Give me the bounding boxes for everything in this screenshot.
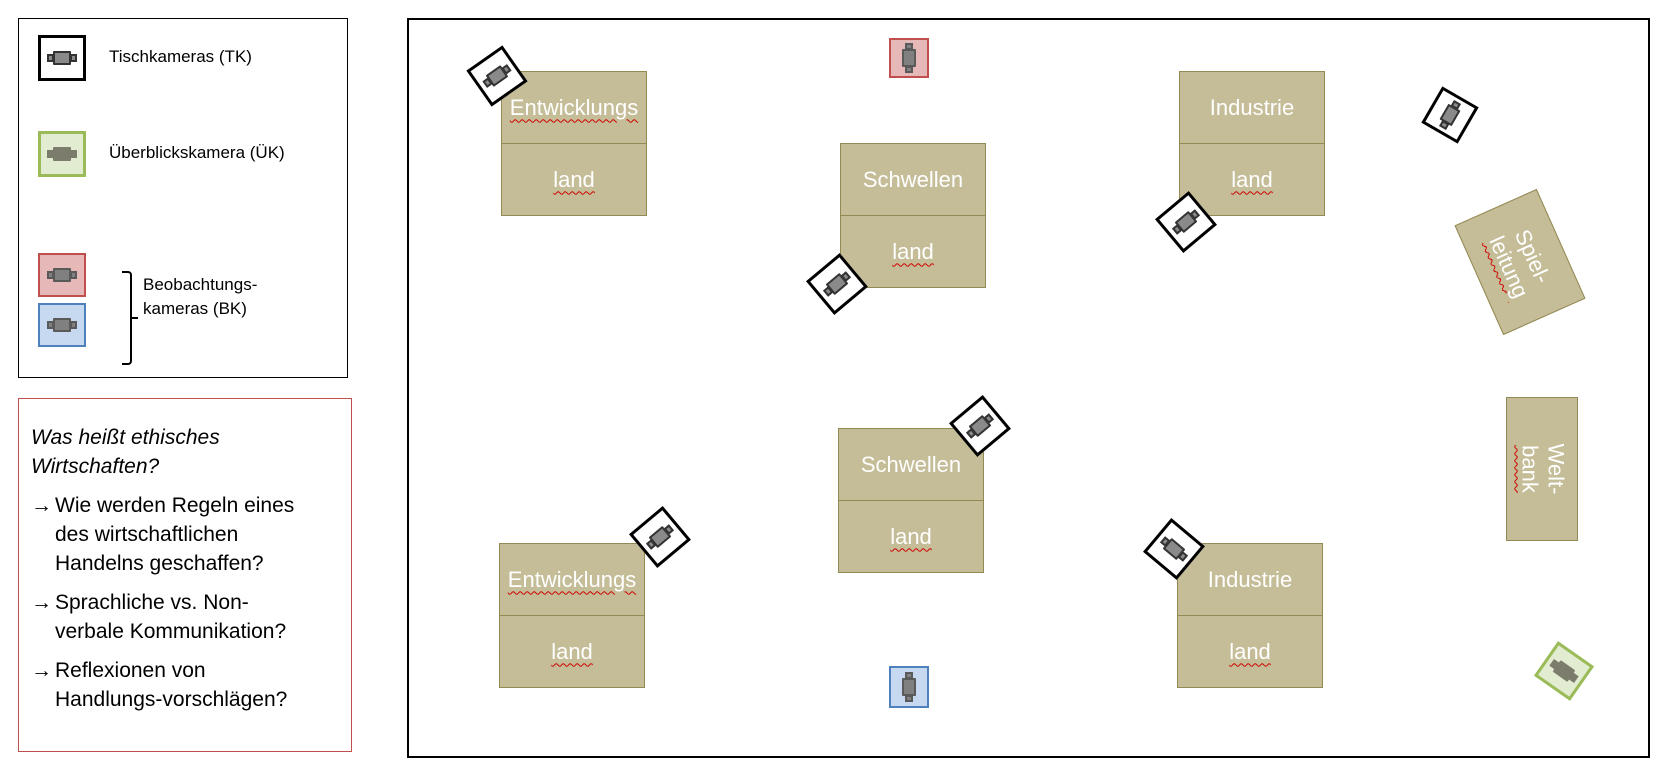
legend-label-bk-line2: kameras (BK) (143, 299, 247, 318)
question-title: Was heißt ethisches Wirtschaften? (31, 423, 341, 481)
question-item: → Reflexionen von Handlungs-vorschlägen? (31, 656, 341, 714)
question-item: → Sprachliche vs. Non- verbale Kommunika… (31, 588, 341, 646)
table-entwicklungsland-top: Entwicklungs land (501, 71, 647, 216)
table-label-top: Entwicklungs (509, 94, 639, 120)
observation-camera-red-icon (38, 253, 86, 297)
question-text: Sprachliche vs. Non- (55, 591, 249, 614)
question-text: Handelns geschaffen? (55, 552, 264, 575)
room-floor-plan (407, 18, 1650, 758)
table-schwellenland-bottom: Schwellen land (838, 428, 984, 573)
arrow-icon: → (31, 591, 52, 614)
table-label-top: Industrie (1207, 566, 1293, 592)
table-label-bottom: land (553, 166, 595, 192)
table-label-top: Schwellen (862, 166, 964, 192)
table-industrieland-bottom: Industrie land (1177, 543, 1323, 688)
legend-label-tk: Tischkameras (TK) (109, 47, 252, 66)
question-item: → Wie werden Regeln eines des wirtschaft… (31, 491, 341, 578)
table-label-bottom: land (1229, 638, 1271, 664)
table-label-top: Entwicklungs (507, 566, 637, 592)
question-text: Wie werden Regeln eines (55, 494, 295, 517)
question-title-line2: Wirtschaften? (31, 455, 160, 478)
brace (122, 271, 138, 365)
table-label-bottom: land (551, 638, 593, 664)
arrow-icon: → (31, 659, 52, 682)
overview-camera-icon (38, 131, 86, 177)
table-entwicklungsland-bottom: Entwicklungs land (499, 543, 645, 688)
question-text: Handlungs-vorschlägen? (55, 688, 288, 711)
table-label-bottom: land (890, 523, 932, 549)
question-text: des wirtschaftlichen (55, 523, 239, 546)
weltbank-line2: bank (1517, 445, 1542, 493)
table-label-bottom: land (1231, 166, 1273, 192)
table-industrieland-top: Industrie land (1179, 71, 1325, 216)
arrow-icon: → (31, 494, 52, 517)
question-text: Reflexionen von (55, 659, 206, 682)
table-camera-icon (38, 35, 86, 81)
observation-camera-blue-icon (38, 303, 86, 347)
table-label-top: Industrie (1209, 94, 1295, 120)
observation-camera-red-icon (889, 38, 929, 78)
table-label-top: Schwellen (860, 451, 962, 477)
weltbank-line1: Welt- (1543, 443, 1568, 495)
legend: Tischkameras (TK) Überblickskamera (ÜK) … (18, 18, 348, 378)
legend-label-bk-line1: Beobachtungs- (143, 275, 258, 294)
table-schwellenland-top: Schwellen land (840, 143, 986, 288)
table-label-bottom: land (892, 238, 934, 264)
legend-label-uek: Überblickskamera (ÜK) (109, 143, 285, 162)
question-box: Was heißt ethisches Wirtschaften? → Wie … (18, 398, 352, 752)
table-weltbank: Welt- bank (1506, 397, 1578, 541)
question-title-line1: Was heißt ethisches (31, 426, 220, 449)
observation-camera-blue-icon (889, 666, 929, 708)
question-text: verbale Kommunikation? (55, 620, 287, 643)
